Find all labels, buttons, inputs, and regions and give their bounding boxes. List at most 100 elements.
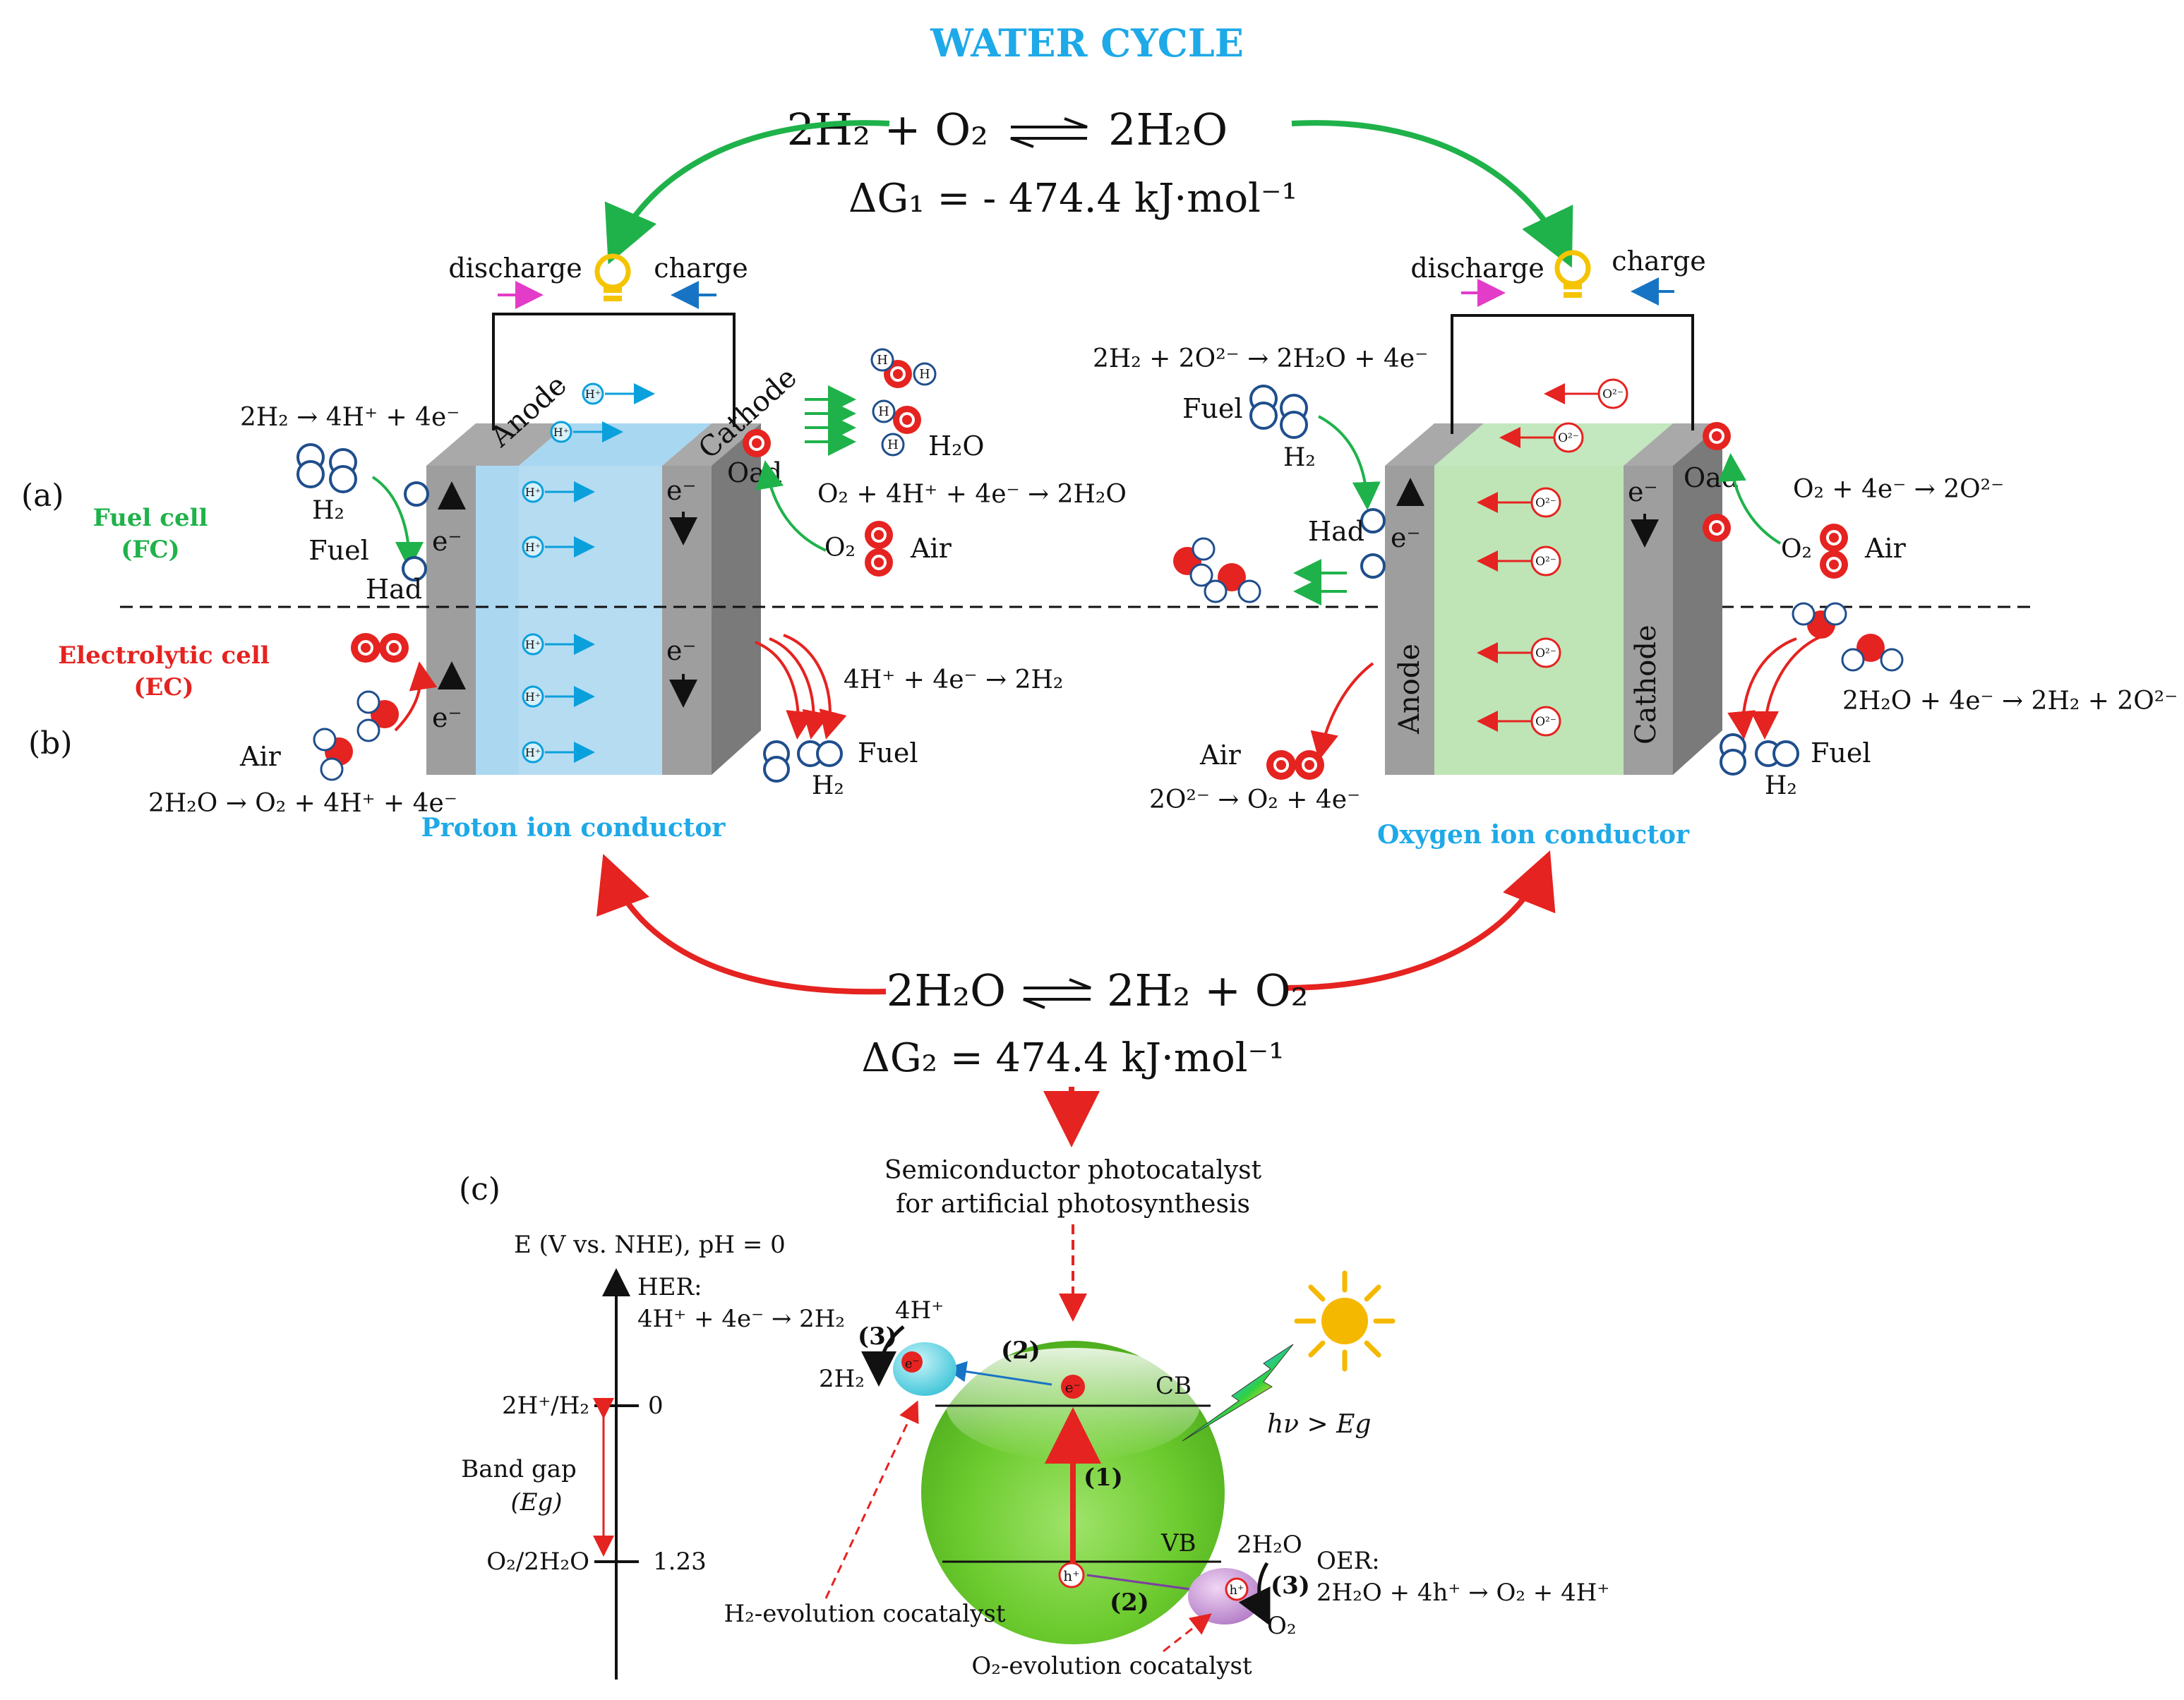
o2-cocatalyst-pointer — [1163, 1613, 1212, 1653]
bottom-equation-lhs: 2H₂O — [887, 965, 1006, 1016]
proton-cell — [426, 423, 761, 775]
proton-fc-o2-label: O₂ — [824, 533, 856, 562]
o2-molecule-icon — [1820, 524, 1848, 579]
level-o-label: O₂/2H₂O — [486, 1548, 589, 1576]
svg-text:H⁺: H⁺ — [525, 541, 541, 554]
step-2-label-bottom: (2) — [1110, 1589, 1149, 1617]
proton-cathode-e-ec: e⁻ — [666, 635, 697, 666]
svg-text:H⁺: H⁺ — [525, 486, 541, 499]
proton-fc-air-label: Air — [910, 533, 952, 564]
bottom-delta-g: ΔG₂ = 474.4 kJ·mol⁻¹ — [861, 1035, 1284, 1081]
svg-text:H⁺: H⁺ — [553, 426, 569, 439]
panel-label-a: (a) — [21, 478, 64, 514]
bulb-icon — [594, 253, 631, 301]
svg-text:h⁺: h⁺ — [1063, 1567, 1079, 1584]
oxide-ion: O²⁻ — [1499, 422, 1584, 453]
svg-text:H⁺: H⁺ — [525, 746, 541, 759]
h2-fuel-product-icon — [1720, 733, 1799, 776]
her-step3-arrow — [861, 1325, 905, 1387]
oxygen-discharge-label: discharge — [1410, 253, 1544, 284]
bulb-icon — [1554, 250, 1591, 298]
oxygen-fc-fuel-label: Fuel — [1182, 393, 1242, 424]
cycle-arrow-green-left — [604, 120, 890, 265]
oxygen-fc-outflow-arrows — [1293, 559, 1347, 605]
level-o-value: 1.23 — [653, 1548, 707, 1576]
oxide-ions: O²⁻O²⁻O²⁻O²⁻O²⁻O²⁻ — [1477, 378, 1628, 737]
proton-cathode-fc-equation: O₂ + 4H⁺ + 4e⁻ → 2H₂O — [817, 480, 1127, 509]
panel-label-b: (b) — [28, 725, 73, 761]
cb-label: CB — [1156, 1372, 1192, 1400]
diagram-title: WATER CYCLE — [930, 20, 1244, 66]
oxide-ion: O²⁻ — [1477, 487, 1561, 518]
h2-cocatalyst-pointer — [824, 1400, 919, 1599]
proton-fc-air-arrow — [755, 460, 827, 552]
light-bolt-icon — [1182, 1344, 1294, 1442]
proton-ion: H⁺ — [522, 741, 595, 764]
level-h-value: 0 — [648, 1392, 664, 1420]
oxygen-ec-h2-label: H₂ — [1765, 771, 1797, 800]
fuel-cell-abbrev: (FC) — [121, 536, 179, 564]
svg-text:H: H — [919, 367, 930, 382]
proton-anode-ec-equation: 2H₂O → O₂ + 4H⁺ + 4e⁻ — [148, 789, 457, 818]
equilibrium-arrows-top — [1010, 117, 1088, 148]
her-2h2: 2H₂ — [819, 1365, 865, 1393]
oxygen-cathode-ec-equation: 2H₂O + 4e⁻ → 2H₂ + 2O²⁻ — [1842, 687, 2178, 716]
photocatalyst-caption-line1: Semiconductor photocatalyst — [884, 1156, 1262, 1185]
step-3-label-top: (3) — [858, 1322, 897, 1351]
water-reactant-icon — [313, 690, 399, 781]
svg-text:H⁺: H⁺ — [525, 690, 541, 704]
oxygen-fc-air-arrow — [1717, 453, 1782, 545]
proton-ec-air-label: Air — [239, 741, 282, 772]
oer-o2: O₂ — [1267, 1612, 1297, 1640]
oxygen-ec-fuel-label: Fuel — [1811, 737, 1871, 768]
photocatalyst-caption-line2: for artificial photosynthesis — [896, 1190, 1250, 1219]
bottom-equation-rhs: 2H₂ + O₂ — [1107, 965, 1308, 1016]
oxygen-ec-air-label: Air — [1199, 740, 1242, 771]
oxygen-ec-o2-arrow — [1310, 662, 1374, 761]
her-label: HER: — [637, 1273, 702, 1301]
proton-ec-h2-label: H₂ — [812, 771, 844, 800]
svg-text:H⁺: H⁺ — [585, 387, 601, 401]
oxygen-anode-fc-equation: 2H₂ + 2O²⁻ → 2H₂O + 4e⁻ — [1093, 344, 1428, 373]
cycle-arrow-red-right — [1284, 850, 1556, 991]
oer-label: OER: — [1316, 1547, 1380, 1575]
proton-had-label: Had — [366, 574, 422, 605]
oxygen-fc-o2-label: O₂ — [1781, 535, 1812, 564]
proton-circuit-wire — [492, 313, 736, 430]
svg-text:H: H — [887, 438, 899, 452]
proton-conductor-label: Proton ion conductor — [421, 813, 726, 843]
panel-label-c: (c) — [459, 1171, 500, 1207]
o2-product-icon — [351, 633, 409, 663]
oxygen-ec-hydrogen-arrows — [1727, 634, 1825, 740]
water-molecule — [313, 728, 353, 781]
level-h-label: 2H⁺/H₂ — [502, 1392, 589, 1420]
oxygen-conductor-label: Oxygen ion conductor — [1377, 820, 1690, 850]
proton-fc-h2-label: H₂ — [312, 496, 344, 525]
oxygen-circuit-wire — [1451, 314, 1694, 434]
water-molecule — [1204, 563, 1261, 603]
svg-text:O²⁻: O²⁻ — [1558, 431, 1579, 445]
h-atom-icon — [404, 481, 429, 507]
proton-fc-outflow-arrows — [805, 385, 856, 456]
svg-text:O²⁻: O²⁻ — [1535, 555, 1556, 569]
her-equation: 4H⁺ + 4e⁻ → 2H₂ — [637, 1305, 845, 1333]
h-adsorbed-icon — [402, 556, 427, 581]
proton-ion: H⁺ — [550, 421, 623, 443]
o-adsorbed-icon — [743, 429, 771, 457]
oxygen-fc-h2-label: H₂ — [1283, 443, 1316, 472]
electrolytic-cell-abbrev: (EC) — [133, 673, 193, 701]
equilibrium-arrows-bottom — [1023, 978, 1091, 1009]
proton-anode-e-ec: e⁻ — [432, 702, 462, 733]
proton-ec-fuel-label: Fuel — [858, 737, 918, 768]
proton-ion: H⁺ — [522, 685, 595, 708]
proton-anode-fc-equation: 2H₂ → 4H⁺ + 4e⁻ — [240, 403, 460, 432]
step-1-label: (1) — [1084, 1464, 1123, 1492]
proton-oad-label: Oad — [727, 457, 782, 488]
proton-fc-fuel-label: Fuel — [308, 535, 368, 566]
her-4hplus: 4H⁺ — [895, 1296, 944, 1325]
fuel-cell-label: Fuel cell — [93, 504, 208, 532]
oxide-ion: O²⁻ — [1477, 637, 1561, 668]
proton-ion: H⁺ — [522, 536, 595, 558]
